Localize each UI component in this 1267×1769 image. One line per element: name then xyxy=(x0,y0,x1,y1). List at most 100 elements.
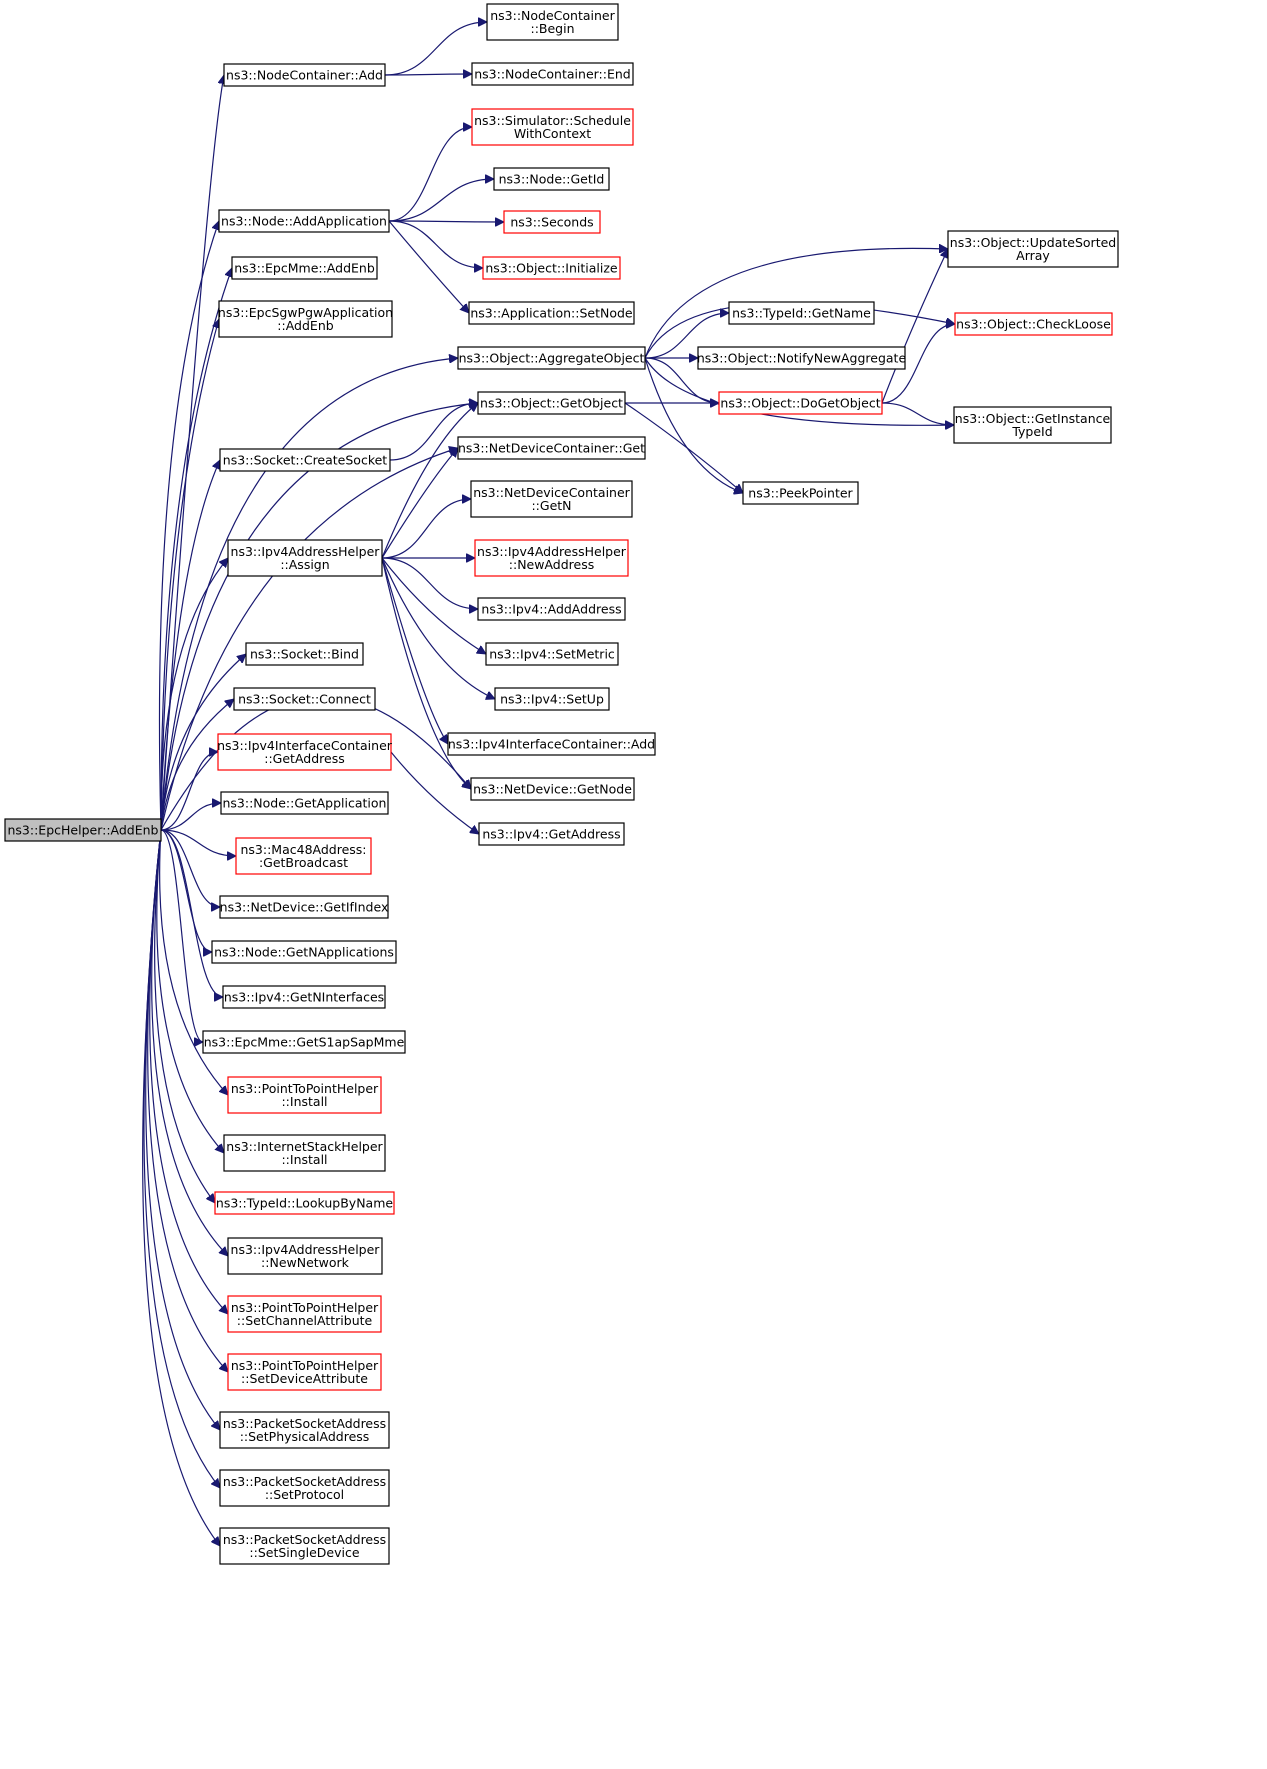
node-app-setnode[interactable]: ns3::Application::SetNode xyxy=(468,301,635,325)
node-label: ns3::NodeContainer xyxy=(490,8,615,23)
node-box xyxy=(218,300,393,338)
node-label: ns3::PointToPointHelper xyxy=(231,1358,379,1373)
node-box xyxy=(474,539,629,577)
node-obj-aggregate[interactable]: ns3::Object::AggregateObject xyxy=(457,346,646,370)
node-box xyxy=(218,209,390,233)
node-label: ::NewAddress xyxy=(509,557,594,572)
edge-root-to-ish-install xyxy=(156,829,224,1153)
node-sock-connect[interactable]: ns3::Socket::Connect xyxy=(233,687,376,711)
node-node-getnapps[interactable]: ns3::Node::GetNApplications xyxy=(211,940,397,964)
node-label: ns3::Object::UpdateSorted xyxy=(950,235,1116,250)
node-psa-setproto[interactable]: ns3::PacketSocketAddress::SetProtocol xyxy=(219,1469,390,1507)
edge-root-to-node-getnapps xyxy=(160,829,213,952)
node-ipv4-addaddr[interactable]: ns3::Ipv4::AddAddress xyxy=(477,597,626,621)
node-box xyxy=(486,3,619,41)
node-root[interactable]: ns3::EpcHelper::AddEnb xyxy=(4,818,162,842)
edge-root-to-sock-connect xyxy=(160,699,234,831)
node-box xyxy=(219,895,389,919)
edge-root-to-typeid-lookup xyxy=(154,829,215,1203)
node-box xyxy=(471,108,634,146)
node-label: ns3::Ipv4AddressHelper xyxy=(231,544,381,559)
edge-node-addapp-to-seconds xyxy=(388,221,504,222)
node-ipv4ic-add[interactable]: ns3::Ipv4InterfaceContainer::Add xyxy=(447,732,656,756)
node-mac48-getbcast[interactable]: ns3::Mac48Address::GetBroadcast xyxy=(235,837,372,875)
node-ipv4-getaddr[interactable]: ns3::Ipv4::GetAddress xyxy=(478,822,625,846)
node-label: Array xyxy=(1016,248,1050,263)
edge-root-to-mac48-getbcast xyxy=(160,829,236,856)
node-label: ns3::EpcMme::GetS1apSapMme xyxy=(204,1035,405,1050)
node-obj-checkloose[interactable]: ns3::Object::CheckLoose xyxy=(954,312,1113,336)
node-epcmme-addenb[interactable]: ns3::EpcMme::AddEnb xyxy=(231,256,378,280)
node-obj-notify[interactable]: ns3::Object::NotifyNewAggregate xyxy=(697,346,907,370)
node-box xyxy=(227,1353,382,1391)
node-sock-bind[interactable]: ns3::Socket::Bind xyxy=(245,642,364,666)
node-nc-end[interactable]: ns3::NodeContainer::End xyxy=(471,62,634,86)
node-label: ns3::TypeId::GetName xyxy=(732,306,871,321)
node-psa-setphys[interactable]: ns3::PacketSocketAddress::SetPhysicalAdd… xyxy=(219,1411,390,1449)
node-box xyxy=(219,1411,390,1449)
node-node-getapp[interactable]: ns3::Node::GetApplication xyxy=(220,791,389,815)
node-epcmme-gets1ap[interactable]: ns3::EpcMme::GetS1apSapMme xyxy=(202,1030,406,1054)
node-label: ns3::Mac48Address: xyxy=(240,842,366,857)
node-ipv4ah-assign[interactable]: ns3::Ipv4AddressHelper::Assign xyxy=(227,539,383,577)
node-obj-init[interactable]: ns3::Object::Initialize xyxy=(482,256,621,280)
node-label: ns3::Ipv4::GetNInterfaces xyxy=(224,990,384,1005)
node-p2p-install[interactable]: ns3::PointToPointHelper::Install xyxy=(227,1076,382,1114)
node-seconds[interactable]: ns3::Seconds xyxy=(503,210,601,234)
edge-root-to-obj-getobject xyxy=(160,403,478,831)
node-label: ns3::Object::GetInstance xyxy=(955,411,1111,426)
node-ipv4ic-getaddr[interactable]: ns3::Ipv4InterfaceContainer::GetAddress xyxy=(217,733,393,771)
edge-node-addapp-to-node-getid xyxy=(388,179,494,222)
edge-obj-aggregate-to-obj-dogetobject xyxy=(644,357,719,403)
node-box xyxy=(718,391,883,415)
node-nd-getnode[interactable]: ns3::NetDevice::GetNode xyxy=(470,777,635,801)
node-label: ns3::Node::AddApplication xyxy=(221,214,387,229)
node-nd-getifindex[interactable]: ns3::NetDevice::GetIfIndex xyxy=(219,895,389,919)
edge-nc-add-to-nc-end xyxy=(384,74,472,75)
node-typeid-lookup[interactable]: ns3::TypeId::LookupByName xyxy=(214,1191,395,1215)
node-ipv4ah-newaddr[interactable]: ns3::Ipv4AddressHelper::NewAddress xyxy=(474,539,629,577)
node-box xyxy=(697,346,906,370)
node-label: ::Assign xyxy=(280,557,329,572)
edge-root-to-psa-setsingle xyxy=(142,829,220,1546)
node-ndc-getn[interactable]: ns3::NetDeviceContainer::GetN xyxy=(470,480,633,518)
edge-root-to-sock-bind xyxy=(160,654,246,831)
node-obj-dogetobject[interactable]: ns3::Object::DoGetObject xyxy=(718,391,883,415)
node-ipv4-setup[interactable]: ns3::Ipv4::SetUp xyxy=(494,687,610,711)
node-nc-add[interactable]: ns3::NodeContainer::Add xyxy=(223,63,386,87)
node-psa-setsingle[interactable]: ns3::PacketSocketAddress::SetSingleDevic… xyxy=(219,1527,390,1565)
node-p2p-setchan[interactable]: ns3::PointToPointHelper::SetChannelAttri… xyxy=(227,1295,382,1333)
node-ipv4-setmetric[interactable]: ns3::Ipv4::SetMetric xyxy=(485,642,619,666)
node-label: ns3::Node::GetApplication xyxy=(223,796,387,811)
node-box xyxy=(202,1030,406,1054)
node-nc-begin[interactable]: ns3::NodeContainer::Begin xyxy=(486,3,619,41)
node-label: ns3::Socket::CreateSocket xyxy=(223,453,388,468)
node-node-addapp[interactable]: ns3::Node::AddApplication xyxy=(218,209,390,233)
node-ipv4-getnif[interactable]: ns3::Ipv4::GetNInterfaces xyxy=(222,985,386,1009)
node-label: ::SetPhysicalAddress xyxy=(240,1429,370,1444)
edge-layer xyxy=(142,22,955,1546)
node-label: ::GetAddress xyxy=(264,751,344,766)
node-label: ns3::InternetStackHelper xyxy=(226,1139,383,1154)
node-p2p-setdev[interactable]: ns3::PointToPointHelper::SetDeviceAttrib… xyxy=(227,1353,382,1391)
node-sgw-addenb[interactable]: ns3::EpcSgwPgwApplication::AddEnb xyxy=(218,300,393,338)
node-node-getid[interactable]: ns3::Node::GetId xyxy=(493,167,610,191)
node-ndc-get[interactable]: ns3::NetDeviceContainer::Get xyxy=(457,436,646,460)
node-box xyxy=(953,406,1112,444)
edge-obj-aggregate-to-peekpointer xyxy=(644,357,743,493)
node-peekpointer[interactable]: ns3::PeekPointer xyxy=(742,481,859,505)
edge-sock-create-to-obj-getobject xyxy=(389,403,478,461)
node-label: ns3::Object::Initialize xyxy=(485,261,618,276)
node-label: ns3::NodeContainer::Add xyxy=(226,68,383,83)
node-ipv4ah-newnet[interactable]: ns3::Ipv4AddressHelper::NewNetwork xyxy=(227,1237,383,1275)
node-ish-install[interactable]: ns3::InternetStackHelper::Install xyxy=(223,1134,386,1172)
node-sock-create[interactable]: ns3::Socket::CreateSocket xyxy=(219,448,391,472)
node-typeid-getname[interactable]: ns3::TypeId::GetName xyxy=(728,301,875,325)
node-label: ns3::Object::GetObject xyxy=(480,396,623,411)
node-label: ns3::NetDevice::GetNode xyxy=(473,782,632,797)
node-obj-getobject[interactable]: ns3::Object::GetObject xyxy=(477,391,626,415)
node-label: ns3::EpcHelper::AddEnb xyxy=(7,823,158,838)
